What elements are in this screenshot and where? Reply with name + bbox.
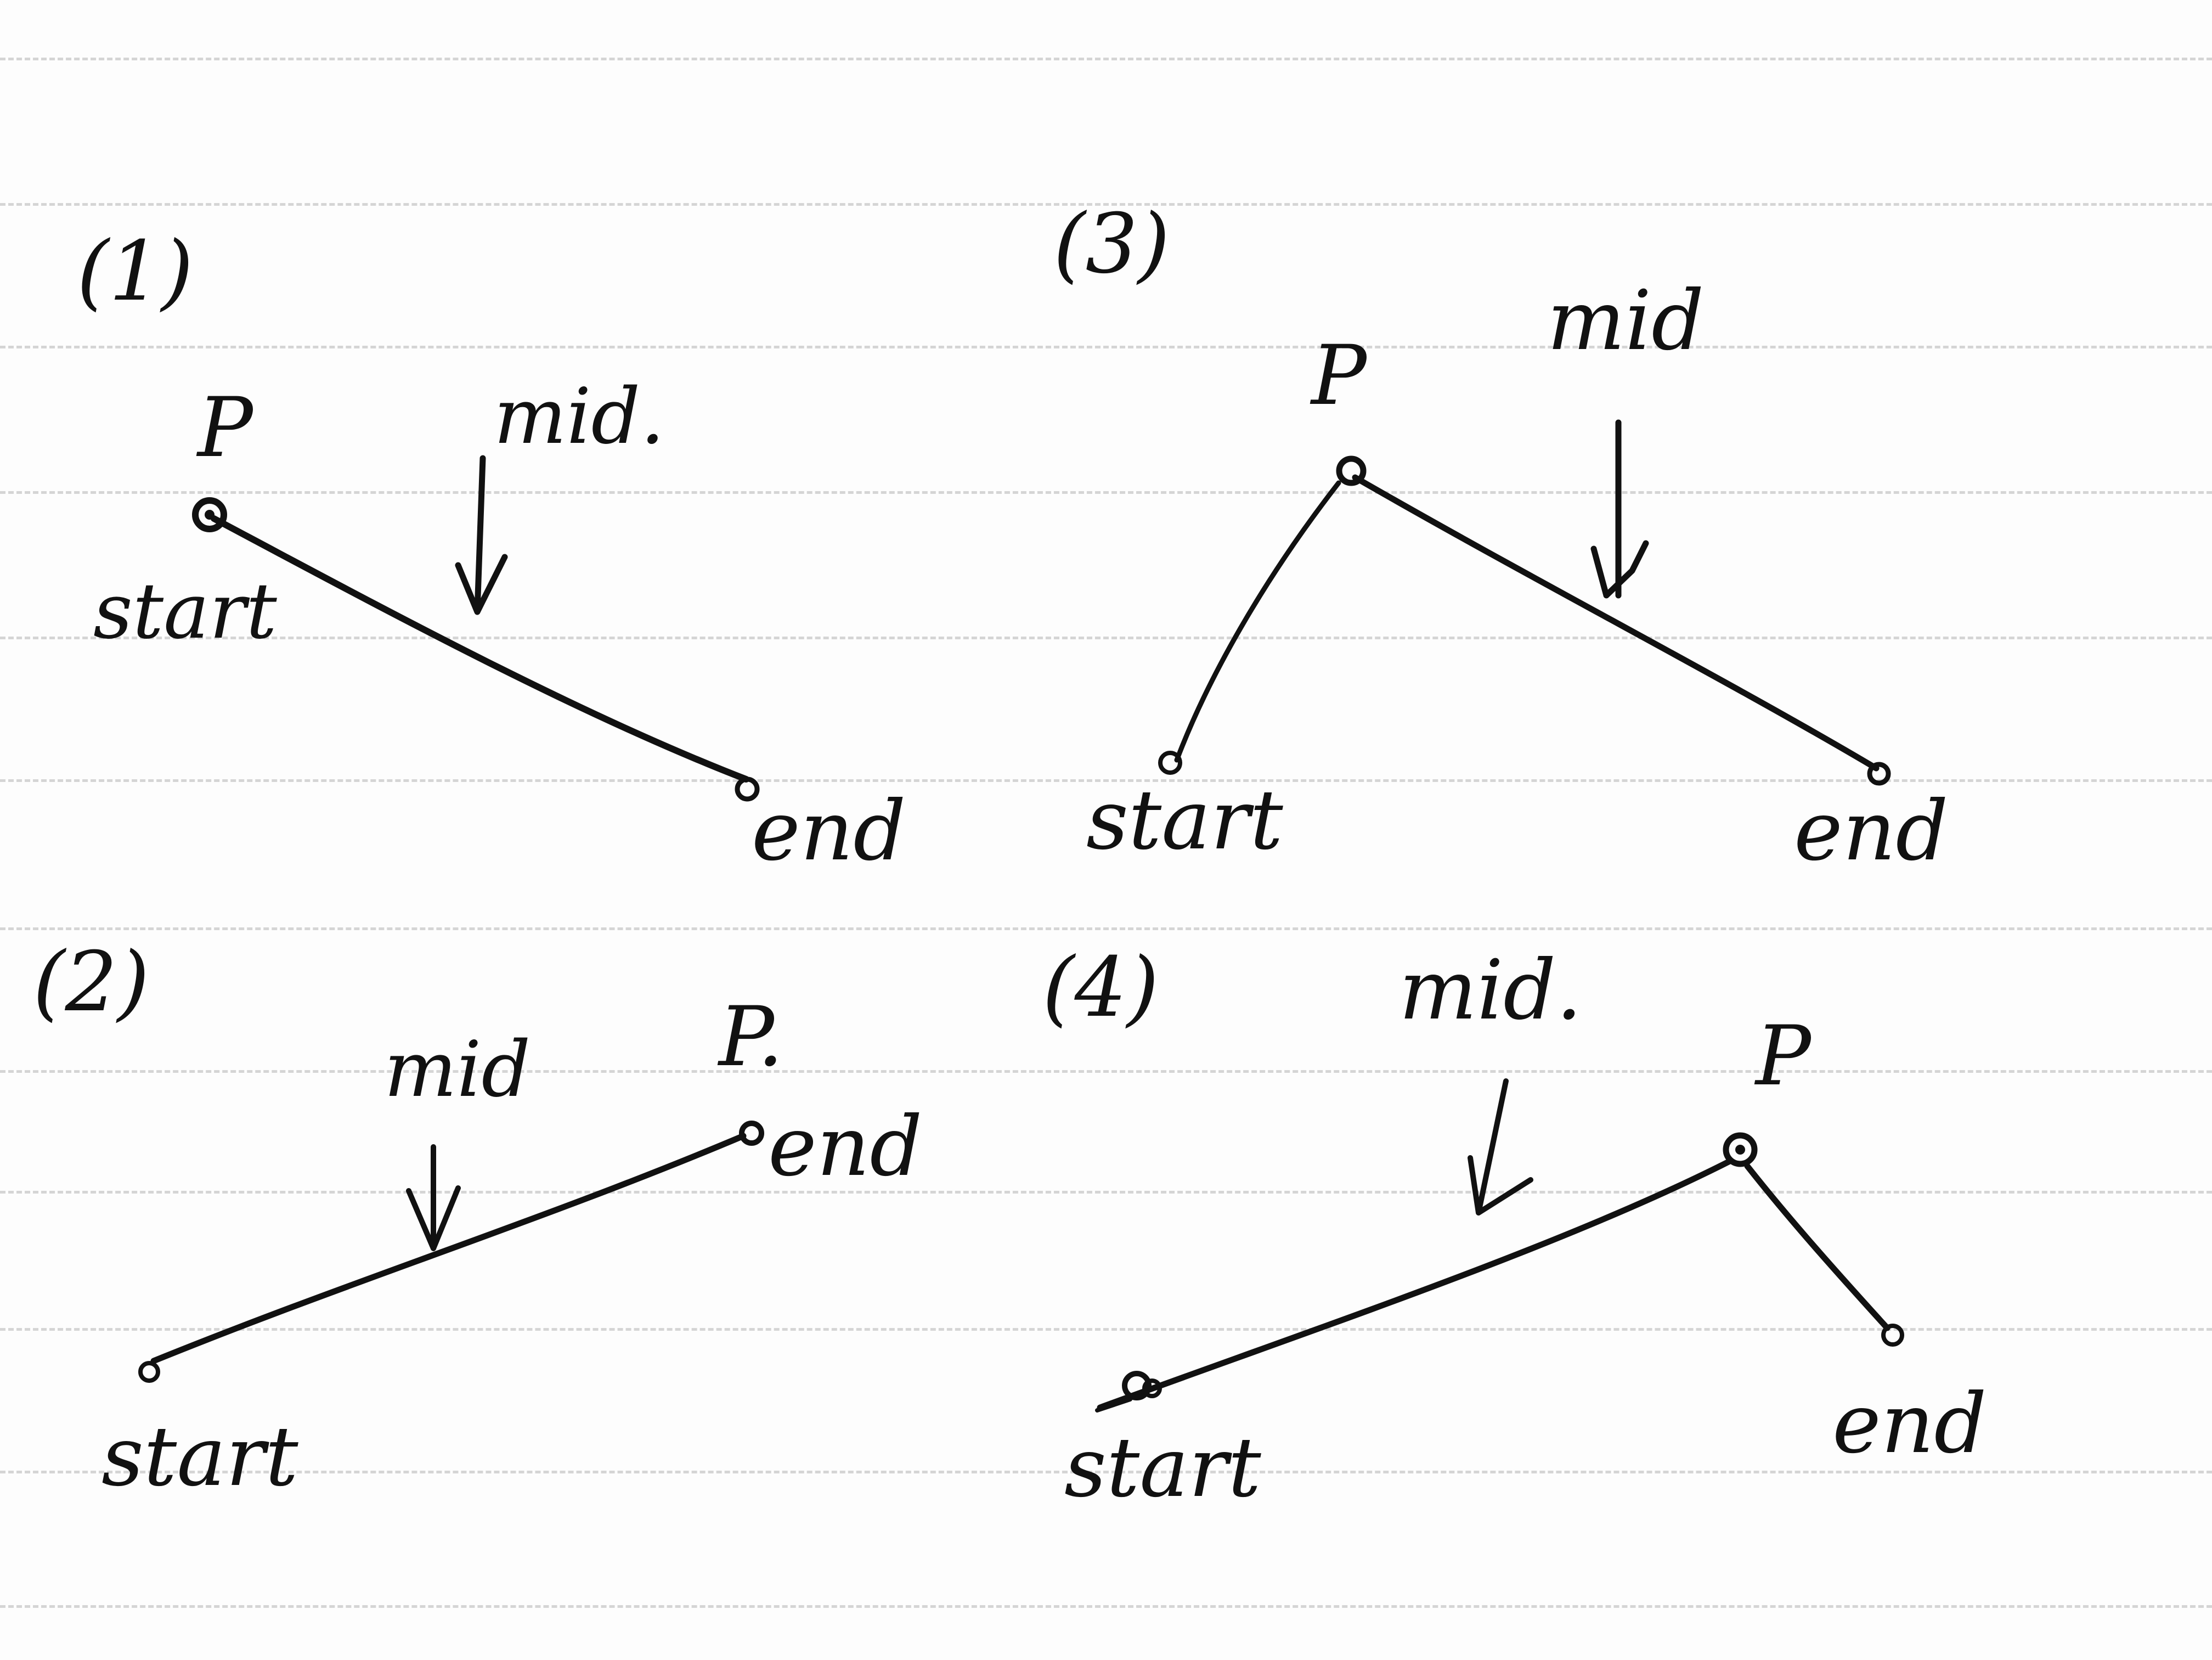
diagram-3-left-segment: [1174, 480, 1341, 763]
diagram-4-p-label: P: [1756, 1009, 1811, 1104]
diagram-4-start-tail: [1095, 1397, 1132, 1413]
diagram-3-end-point: [1867, 762, 1891, 786]
diagram-2-strokes: [138, 1121, 764, 1383]
diagram-4-p-dot: [1735, 1145, 1745, 1155]
ruled-line: [0, 779, 2212, 782]
ruled-line: [0, 1605, 2212, 1608]
ruled-line: [0, 637, 2212, 639]
diagram-1-mid-label: mid.: [494, 372, 665, 462]
diagram-1-start-point: [192, 497, 227, 532]
ruled-line: [0, 491, 2212, 494]
diagram-3-right-segment: [1352, 474, 1880, 772]
ruled-line: [0, 1070, 2212, 1073]
diagram-1-p-label: P: [198, 380, 253, 476]
diagram-3-mid-arrow-icon: [1590, 419, 1649, 599]
diagram-2-segment: [150, 1133, 747, 1364]
diagram-4-mid-arrow-icon: [1468, 1078, 1533, 1216]
diagram-3-start-label: start: [1086, 773, 1283, 868]
diagram-4-start-point-scribble: [1142, 1378, 1162, 1398]
diagram-2-number: (2): [33, 935, 150, 1030]
diagram-4-end-point: [1881, 1324, 1904, 1347]
diagram-4-p-point: [1723, 1132, 1758, 1167]
diagram-4-left-segment: [1097, 1157, 1734, 1411]
ruled-line: [0, 58, 2212, 60]
diagram-3-end-label: end: [1794, 784, 1949, 879]
diagram-3-p-point: [1336, 455, 1367, 486]
diagram-4-right-segment: [1744, 1163, 1891, 1331]
diagram-1-end-point: [735, 776, 760, 802]
ruled-line: [0, 1471, 2212, 1473]
diagram-2-start-label: start: [101, 1409, 298, 1505]
diagram-4-strokes: [1095, 1078, 1904, 1413]
ruled-line: [0, 927, 2212, 930]
diagram-1-segment: [211, 515, 749, 783]
diagram-2-end-label: end: [768, 1099, 923, 1195]
diagram-4-mid-label: mid.: [1399, 943, 1582, 1038]
diagram-3-p-label: P: [1311, 328, 1367, 424]
ruled-line: [0, 1328, 2212, 1331]
diagram-1-number: (1): [77, 224, 194, 319]
ruled-line: [0, 203, 2212, 206]
diagram-2-p-label: P.: [719, 989, 784, 1085]
diagram-2-mid-label: mid: [384, 1025, 531, 1115]
diagram-1-start-label: start: [93, 567, 277, 656]
diagram-2-end-point: [739, 1121, 764, 1146]
diagram-2-start-point: [138, 1361, 160, 1383]
ruled-line: [0, 346, 2212, 348]
diagram-4-end-label: end: [1832, 1376, 1987, 1472]
diagram-2-mid-arrow-icon: [406, 1144, 461, 1251]
diagram-3-number: (3): [1053, 196, 1170, 292]
diagram-3-start-point: [1158, 751, 1182, 775]
diagram-4-number: (4): [1042, 940, 1159, 1036]
diagram-1-start-dot: [205, 510, 215, 520]
diagram-1-mid-arrow-icon: [455, 455, 508, 615]
diagram-4-start-point: [1122, 1371, 1152, 1400]
diagram-1-end-label: end: [752, 784, 906, 879]
diagram-4-start-label: start: [1064, 1420, 1261, 1516]
diagram-3-mid-label: mid: [1547, 273, 1705, 369]
diagram-3-strokes: [1158, 419, 1891, 786]
diagram-1-strokes: [192, 455, 760, 802]
ruled-line: [0, 1191, 2212, 1194]
